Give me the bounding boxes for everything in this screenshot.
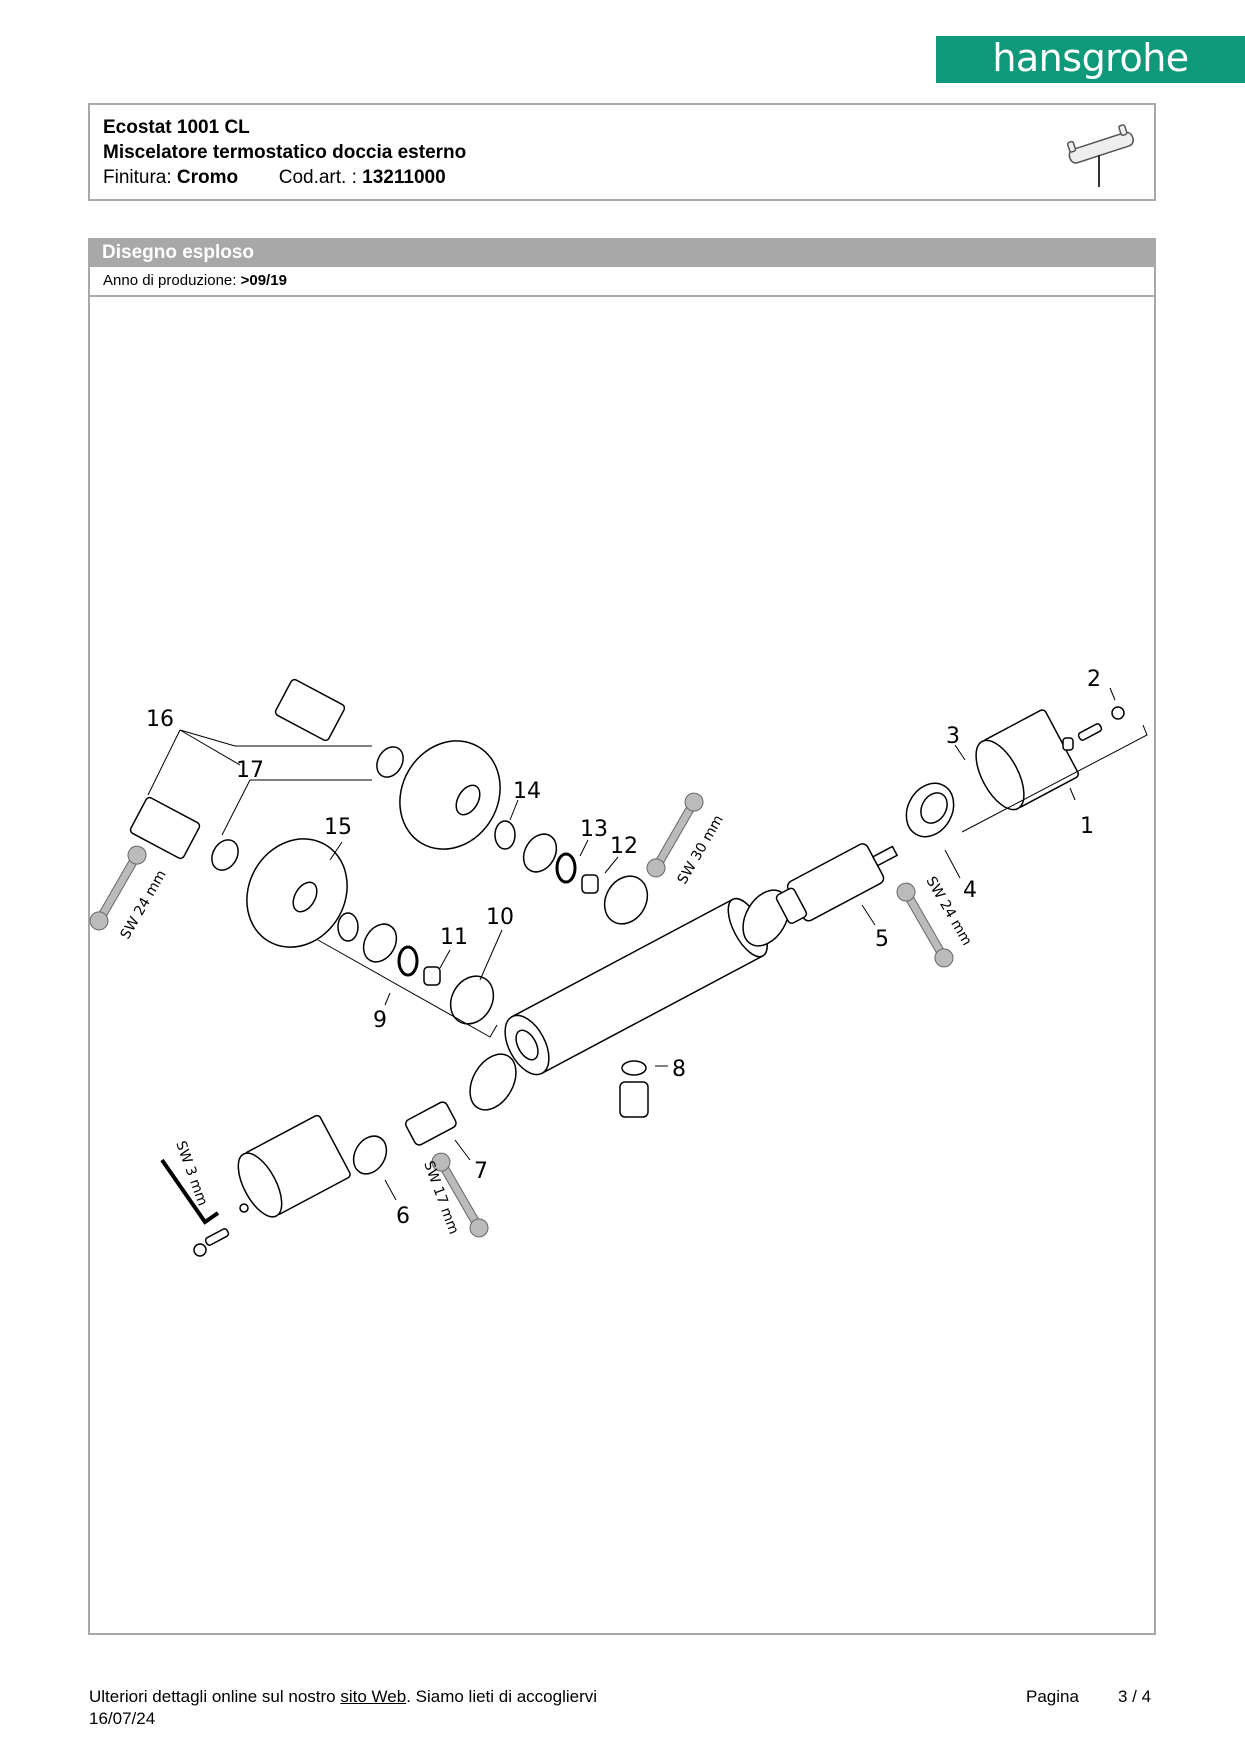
part-number-11: 11 <box>440 925 468 950</box>
wrench-icon <box>896 882 954 968</box>
finish-label: Finitura: <box>103 167 172 188</box>
seal-ring <box>742 889 790 947</box>
part-number-8: 8 <box>672 1057 686 1082</box>
footer-date: 16/07/24 <box>89 1709 156 1728</box>
finish-value: Cromo <box>176 167 239 188</box>
thermostatic-cartridge <box>775 843 899 924</box>
footer-text-after: . Siamo lieti di accogliervi <box>406 1687 598 1706</box>
production-value: >09/19 <box>240 272 287 289</box>
logo-text: hansgrohe <box>992 36 1189 80</box>
seal-ring <box>469 1053 517 1111</box>
section-title-bar: Disegno esploso <box>88 238 1156 267</box>
footer-text-before: Ulteriori dettagli online sul nostro <box>89 1687 341 1706</box>
mixer-body <box>504 897 768 1076</box>
s-union-lower <box>129 796 201 860</box>
hansgrohe-logo: hansgrohe <box>936 36 1245 83</box>
product-name: Ecostat 1001 CL <box>103 117 250 138</box>
exploded-drawing-frame <box>88 297 1156 1635</box>
part-number-10: 10 <box>486 905 514 930</box>
union-nut <box>603 875 649 925</box>
page-label: Pagina <box>1026 1687 1079 1706</box>
product-header: Ecostat 1001 CL Miscelatore termostatico… <box>88 103 1156 201</box>
escutcheon-upper <box>399 740 501 850</box>
tool-label-sw3: SW 3 mm <box>172 1139 210 1208</box>
section-title: Disegno esploso <box>102 242 255 263</box>
part-number-4: 4 <box>963 878 977 903</box>
wrench-icon <box>89 845 147 931</box>
wrench-icon <box>646 792 704 878</box>
footer-text: Ulteriori dettagli online sul nostro sit… <box>89 1687 597 1707</box>
part-number-15: 15 <box>324 815 352 840</box>
part-number-12: 12 <box>610 834 638 859</box>
part-number-3: 3 <box>946 724 960 749</box>
production-year-row: Anno di produzione: >09/19 <box>88 267 1156 297</box>
part-number-6: 6 <box>396 1204 410 1229</box>
check-valve <box>405 1101 457 1146</box>
part-number-9: 9 <box>373 1008 387 1033</box>
part-number-14: 14 <box>513 779 541 804</box>
product-thumbnail-icon <box>1066 124 1134 187</box>
product-description: Miscelatore termostatico doccia esterno <box>103 142 467 163</box>
temperature-handle <box>975 709 1079 811</box>
wrench-icon <box>431 1152 489 1238</box>
product-meta: Finitura: Cromo Cod.art. : 13211000 <box>103 167 446 189</box>
part-number-1: 1 <box>1080 814 1094 839</box>
code-label: Cod.art. : <box>278 167 357 188</box>
website-link[interactable]: sito Web <box>340 1687 407 1706</box>
part-number-13: 13 <box>580 817 608 842</box>
production-label: Anno di produzione: <box>103 272 237 289</box>
flow-handle <box>237 1114 351 1218</box>
part-number-2: 2 <box>1087 667 1101 692</box>
part-number-5: 5 <box>875 927 889 952</box>
union-nut <box>449 975 495 1025</box>
part-number-7: 7 <box>474 1159 488 1184</box>
code-value: 13211000 <box>362 167 446 188</box>
page-number: 3 / 4 <box>1118 1687 1152 1706</box>
allen-key-icon <box>160 1158 220 1225</box>
part-number-16: 16 <box>146 707 174 732</box>
s-union-upper <box>274 678 346 742</box>
part-number-17: 17 <box>236 758 264 783</box>
